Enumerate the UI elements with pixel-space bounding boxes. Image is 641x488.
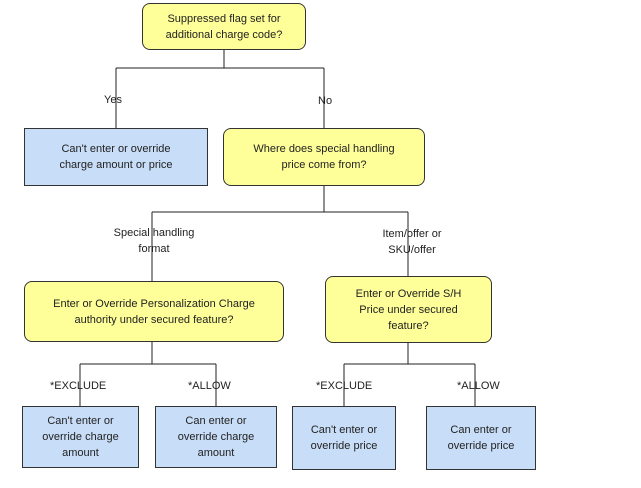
result-cant-override-price: Can't enter or override price	[292, 406, 396, 470]
q2-line-1: Where does special handling	[253, 143, 395, 155]
edge-label-no: No	[318, 95, 333, 107]
r1-line-3: amount	[62, 447, 99, 459]
q4-line-3: feature?	[388, 319, 429, 332]
r3-line-1: Can't enter or	[310, 424, 378, 436]
special-format-line-2: format	[138, 243, 170, 255]
q3-line-1: Enter or Override Personalization Charge	[53, 297, 255, 310]
edge-label-item-offer: Item/offer or SKU/offer	[360, 226, 464, 258]
q1-line-1: Suppressed flag set for	[167, 12, 281, 25]
result-cant-enter-charge-or-price: Can't enter or override charge amount or…	[24, 128, 208, 186]
r3-line-2: override price	[310, 440, 378, 452]
r2-line-2: override charge	[177, 431, 255, 443]
decision-personalization-authority: Enter or Override Personalization Charge…	[24, 281, 284, 342]
decision-price-source: Where does special handling price come f…	[223, 128, 425, 186]
edge-label-yes: Yes	[104, 94, 122, 106]
r1-line-2: override charge	[42, 431, 119, 443]
result-can-override-price: Can enter or override price	[426, 406, 536, 470]
q2-line-2: price come from?	[281, 159, 367, 171]
edge-label-exclude-2: *EXCLUDE	[316, 380, 373, 392]
r2-line-1: Can enter or	[185, 415, 247, 427]
item-offer-line-2: SKU/offer	[388, 244, 436, 256]
yes-result-line-1: Can't enter or override	[61, 143, 171, 155]
q4-line-1: Enter or Override S/H	[355, 287, 462, 300]
decision-sh-price-authority: Enter or Override S/H Price under secure…	[325, 276, 492, 343]
r2-line-3: amount	[197, 447, 235, 459]
r1-line-1: Can't enter or	[47, 415, 114, 427]
q1-line-2: additional charge code?	[165, 28, 283, 41]
r4-line-2: override price	[447, 440, 515, 452]
edge-label-allow-2: *ALLOW	[457, 380, 500, 392]
edge-label-allow-1: *ALLOW	[188, 380, 231, 392]
result-can-override-charge: Can enter or override charge amount	[155, 406, 277, 468]
r4-line-1: Can enter or	[450, 424, 512, 436]
yes-result-line-2: charge amount or price	[59, 159, 173, 171]
special-format-line-1: Special handling	[113, 227, 195, 239]
q3-line-2: authority under secured feature?	[74, 313, 234, 326]
item-offer-line-1: Item/offer or	[382, 228, 442, 240]
decision-suppressed-flag: Suppressed flag set for additional charg…	[142, 3, 306, 50]
q4-line-2: Price under secured	[359, 303, 458, 316]
result-cant-override-charge: Can't enter or override charge amount	[22, 406, 139, 468]
edge-label-special-handling-format: Special handling format	[98, 225, 210, 257]
edge-label-exclude-1: *EXCLUDE	[50, 380, 107, 392]
